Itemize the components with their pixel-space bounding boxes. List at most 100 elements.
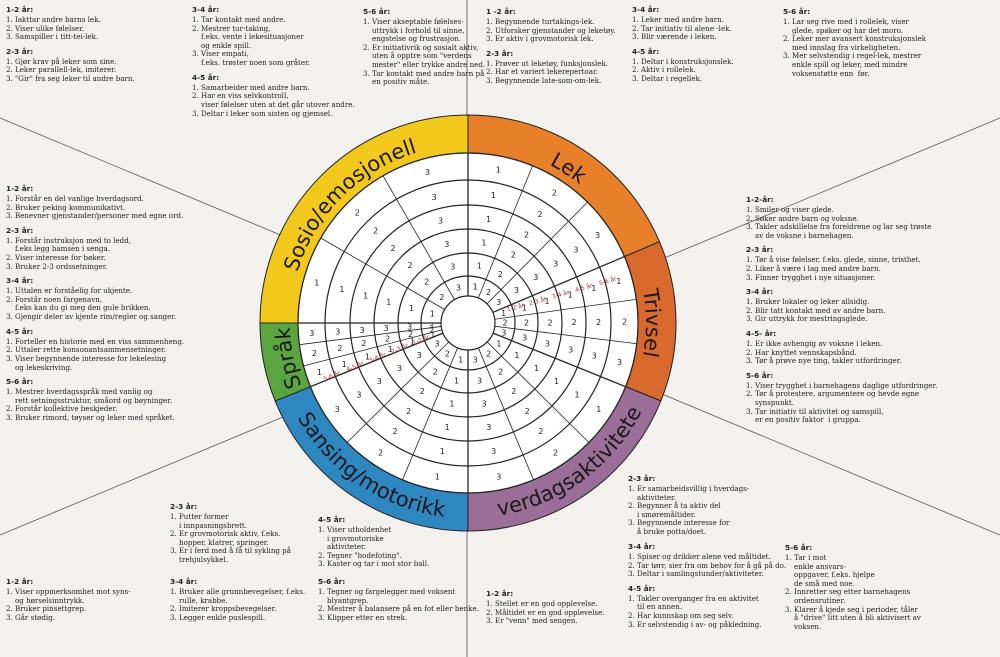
age-heading: 3-4 år: (632, 5, 660, 14)
age-heading: 4-5 år: (6, 326, 34, 336)
item-number: 3 (407, 323, 412, 332)
age-heading: 5-6 år: (783, 7, 811, 16)
item-number: 2 (445, 350, 450, 359)
lek-right-block: 5-6 år:1. Lar seg rive med i rollelek, v… (783, 7, 926, 84)
item-number: 1 (591, 284, 596, 293)
item-number: 1 (363, 292, 368, 301)
milestone-item: 3. Tar kontakt med andre barn på (363, 68, 485, 78)
item-number: 3 (335, 405, 340, 414)
sansing-d-block: 3-4 år:1. Bruker alle grunnbevegelser, f… (170, 577, 310, 628)
milestone-item: 3. Bruker rimord, tøyser og leker med sp… (6, 412, 175, 422)
milestone-item: 1. Er samarbeidsvillig i hverdags- (628, 483, 750, 493)
item-number: 2 (571, 318, 576, 327)
milestone-item: 2. Innretter seg etter barnehagens (785, 587, 911, 597)
milestone-item: 1. Uttalen er forståelig for ukjente. (6, 286, 133, 296)
age-group: 2-3 år:1. Forstår instruksjon med to led… (6, 225, 211, 271)
item-number: 3 (377, 377, 382, 386)
milestone-item: 1. Tegner og fargelegger med voksent (318, 586, 456, 596)
item-number: 2 (392, 427, 397, 436)
milestone-item: en positiv måte. (363, 77, 430, 87)
item-number: 2 (552, 188, 557, 197)
item-number: 1 (616, 277, 621, 286)
milestone-item: 1. Leker med andre barn. (632, 14, 724, 24)
item-number: 2 (596, 318, 601, 327)
milestone-item: 2. Leker parallell-lek, imiterer. (6, 65, 117, 75)
item-number: 3 (450, 262, 455, 271)
milestone-item: uttrykk i forhold til sinne, (363, 25, 465, 35)
milestone-item: 3. Er "venn" med sengen. (486, 616, 578, 626)
age-group: 5-6 år:1. Lar seg rive med i rollelek, v… (783, 7, 926, 78)
item-number: 3 (496, 298, 501, 307)
item-number: 1 (388, 345, 393, 354)
age-group: 1-2-år:1. Smiler og viser glede.2. Søker… (746, 195, 946, 240)
milestone-item: med innslag fra virkeligheten. (783, 42, 901, 52)
item-number: 3 (491, 447, 496, 456)
milestone-item: 3. Begynnende interesse for (628, 518, 730, 528)
item-number: 3 (533, 273, 538, 282)
item-number: 1 (430, 331, 435, 340)
age-group: 3-4 år:1. Tar kontakt med andre.2. Mestr… (192, 5, 342, 68)
item-number: 3 (473, 355, 478, 364)
age-heading: 1-2 år: (6, 577, 34, 586)
item-number: 1 (496, 339, 501, 348)
item-number: 2 (406, 407, 411, 416)
sansing-b-block: 4-5 år:1. Viser utholdenhet i grovmotori… (318, 515, 438, 575)
milestone-item: 2. Blir tatt kontakt med av andre barn. (746, 305, 886, 315)
item-number: 2 (553, 449, 558, 458)
item-number: 1 (314, 278, 319, 287)
item-number: 1 (440, 447, 445, 456)
hverdag-d-block: 5-6 år:1. Tar i mot enkle ansvars- oppga… (785, 543, 935, 638)
item-number: 3 (438, 217, 443, 226)
item-number: 3 (514, 286, 519, 295)
item-number: 1 (481, 239, 486, 248)
milestone-item: f.eks kan du gi meg den gule brikken. (6, 303, 151, 313)
item-number: 1 (596, 405, 601, 414)
milestone-item: 2. Liker å være i lag med andre barn. (746, 263, 881, 273)
age-group: 4-5- år:1. Er ikke avhengig av voksne i … (746, 329, 946, 366)
milestone-item: 1. Viser oppmerksomhet mot syns- (6, 586, 131, 596)
age-heading: 4-5 år: (318, 515, 346, 524)
age-group: 4-5 år:1. Takler overganger fra en aktiv… (628, 584, 768, 629)
age-heading: 4-5 år: (192, 72, 220, 82)
milestone-item: uten å opptre som "verdens (363, 51, 472, 61)
item-number: 3 (501, 328, 506, 337)
item-number: 1 (473, 283, 478, 292)
item-number: 1 (342, 360, 347, 369)
item-number: 1 (410, 337, 415, 346)
item-number: 1 (458, 355, 463, 364)
item-number: 2 (486, 350, 491, 359)
milestone-item: 3. Legger enkle puslespill. (170, 612, 266, 622)
milestone-item: 3. Er aktiv i grovmotorisk lek. (486, 34, 594, 44)
milestone-item: 3. Deltar i regellek. (632, 73, 703, 83)
item-number: 2 (378, 449, 383, 458)
milestone-item: 1. Smiler og viser glede. (746, 204, 834, 214)
milestone-item: 3. Gjengir deler av kjente rim/regler og… (6, 312, 177, 322)
age-heading: 4-5- år: (746, 329, 777, 339)
age-heading: 3-4 år: (628, 542, 656, 551)
item-number: 2 (312, 349, 317, 358)
item-number: 2 (622, 318, 627, 327)
item-number: 1 (522, 303, 527, 312)
milestone-item: 2. Begynner å ta aktiv del (628, 501, 721, 511)
item-number: 2 (420, 387, 425, 396)
age-group: 3-4 år:1. Spiser og drikker alene ved må… (628, 542, 786, 579)
age-group: 5-6 år:1. Viser trygghet i barnehagens d… (746, 371, 946, 425)
milestone-item: 1. Samarbeider med andre barn. (192, 82, 310, 92)
age-group: 1-2 år:1. Viser oppmerksomhet mot syns- … (6, 577, 156, 622)
item-number: 1 (544, 297, 549, 306)
milestone-item: 3. Kaster og tar i mot stor ball. (318, 559, 430, 569)
age-group: 1-2 år:1. Iakttar andre barns lek.2. Vis… (6, 5, 156, 42)
age-group: 2-3 år:1. Er samarbeidsvillig i hverdags… (628, 474, 768, 537)
milestone-item: 3. Mer selvstendig i regel-lek, mestrer (783, 51, 922, 61)
sansing-c-block: 1-2 år:1. Viser oppmerksomhet mot syns- … (6, 577, 156, 628)
milestone-item: 2. Tør å protestere, argumentere og hevd… (746, 389, 920, 399)
milestone-item: aktiviteter. (628, 492, 676, 502)
milestone-item: 1. Prøver ut leketøy, funksjonslek. (486, 58, 609, 68)
milestone-item: 3. Takler adskillelse fra foreldrene og … (746, 222, 932, 232)
item-number: 1 (430, 309, 435, 318)
age-heading: 5-6 år: (363, 7, 391, 16)
age-heading: 2-3 år: (6, 225, 34, 235)
milestone-item: 1. Bruker alle grunnbevegelser, f.eks. (170, 586, 306, 596)
milestone-item: i grovmotoriske (318, 533, 384, 543)
item-number: 3 (545, 340, 550, 349)
